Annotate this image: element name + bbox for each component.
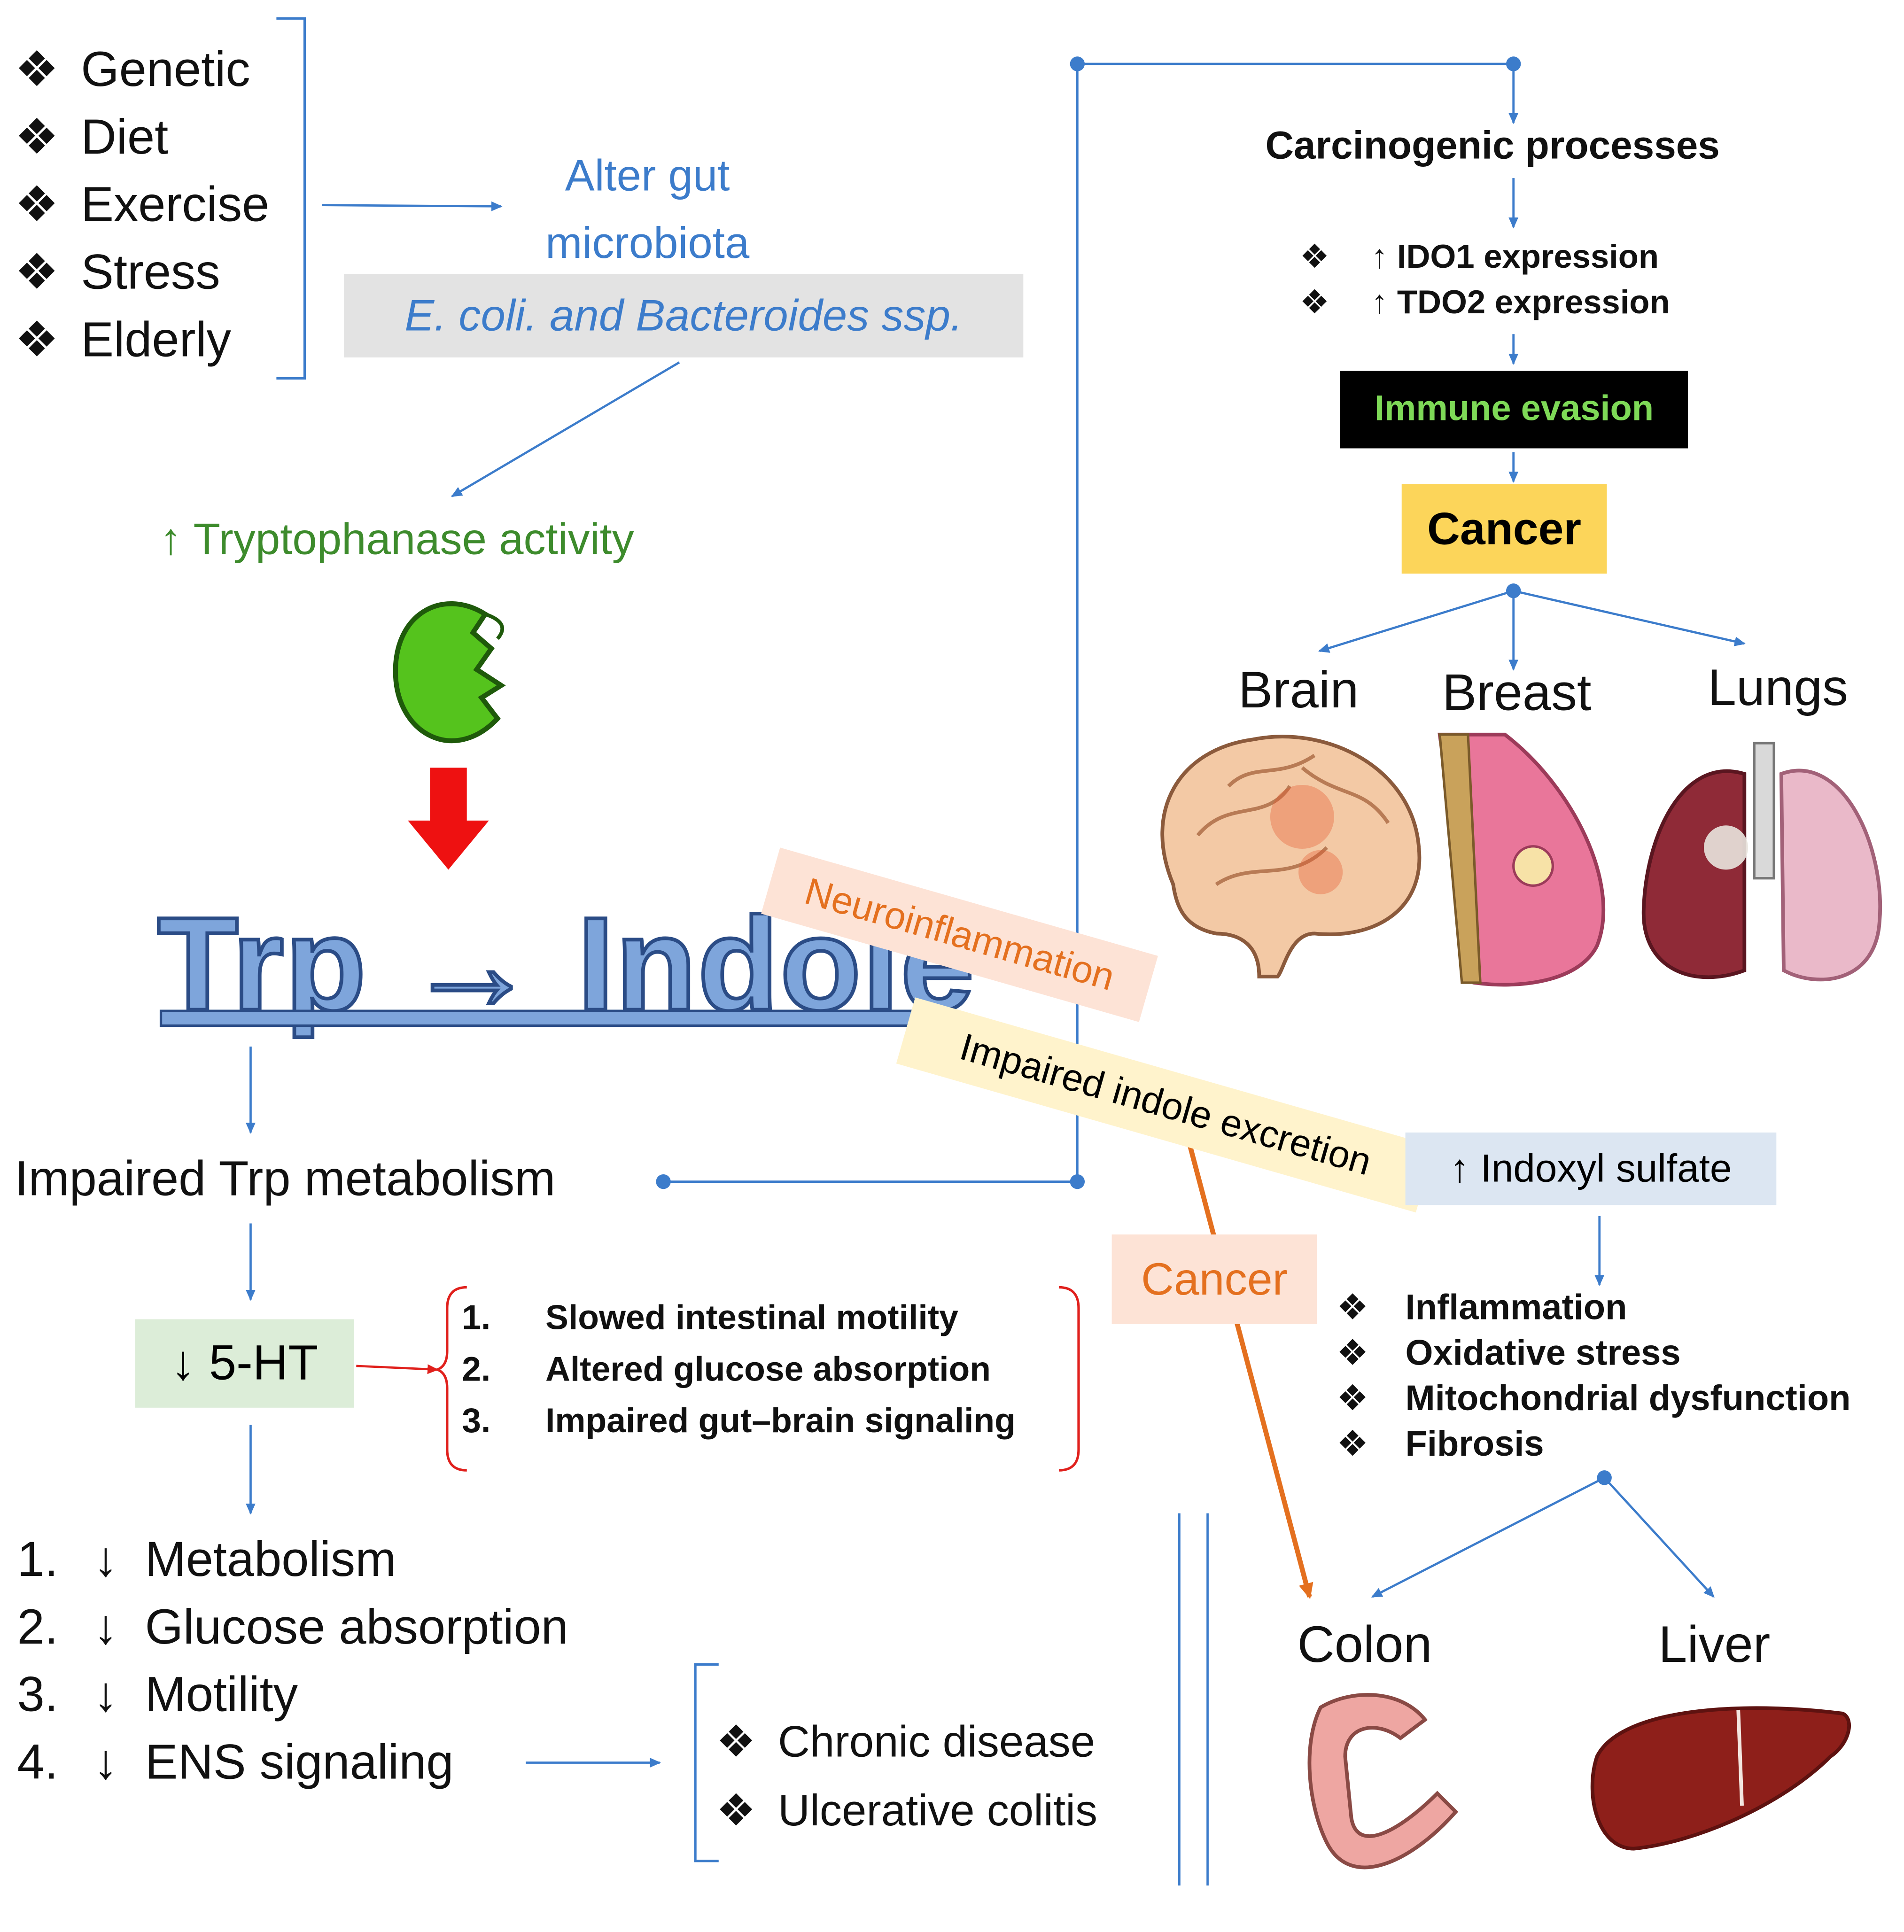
disease-item: ❖Ulcerative colitis — [716, 1785, 1098, 1837]
damage-item: ❖Inflammation — [1337, 1286, 1627, 1328]
risk-factor: ❖Elderly — [15, 312, 231, 369]
expression-item: ❖↑ TDO2 expression — [1299, 284, 1670, 322]
expression-item: ❖↑ IDO1 expression — [1299, 238, 1659, 277]
outcome-list: 1.↓Metabolism 2.↓Glucose absorption 3.↓M… — [17, 1527, 568, 1797]
carcinogenic-label: Carcinogenic processes — [1265, 123, 1720, 167]
bacteria-label: E. coli. and Bacteroides ssp. — [404, 290, 963, 341]
serotonin-effects: 1.Slowed intestinal motility 2.Altered g… — [462, 1292, 1016, 1447]
breast-icon — [1438, 732, 1606, 987]
disease-item: ❖Chronic disease — [716, 1716, 1096, 1768]
cancer-top-label: Cancer — [1427, 503, 1582, 554]
risk-factor: ❖Genetic — [15, 41, 250, 99]
indoxyl-label: ↑ Indoxyl sulfate — [1450, 1146, 1732, 1190]
effect-item: 1.Slowed intestinal motility — [462, 1298, 958, 1337]
organ-label-brain: Brain — [1238, 660, 1359, 719]
brain-icon — [1160, 735, 1422, 978]
impaired-trp-label: Impaired Trp metabolism — [15, 1152, 556, 1206]
risk-factor: ❖Exercise — [15, 177, 270, 233]
immune-evasion-label: Immune evasion — [1374, 389, 1654, 429]
disease-list: ❖Chronic disease ❖Ulcerative colitis — [716, 1707, 1098, 1845]
damage-list: ❖Inflammation ❖Oxidative stress ❖Mitocho… — [1337, 1285, 1850, 1466]
organ-label-lungs: Lungs — [1707, 658, 1849, 716]
alter-gut-label: Alter gut microbiota — [545, 150, 750, 268]
risk-factor: ❖Stress — [15, 244, 220, 301]
risk-factor-list: ❖Genetic ❖Diet ❖Exercise ❖Stress ❖Elderl… — [15, 37, 269, 374]
cancer-top-box: Cancer — [1401, 484, 1607, 574]
serotonin-label: ↓ 5-HT — [171, 1335, 319, 1390]
liver-icon — [1590, 1706, 1851, 1851]
effect-item: 3.Impaired gut–brain signaling — [462, 1401, 1016, 1440]
lungs-icon — [1641, 742, 1882, 982]
red-down-arrow — [408, 768, 489, 870]
indoxyl-box: ↑ Indoxyl sulfate — [1405, 1133, 1777, 1205]
immune-evasion-box: Immune evasion — [1340, 371, 1688, 449]
organ-label-liver: Liver — [1658, 1615, 1771, 1673]
tryptophanase-label: ↑ Tryptophanase activity — [159, 513, 634, 564]
serotonin-box: ↓ 5-HT — [135, 1319, 354, 1408]
organ-label-breast: Breast — [1442, 663, 1592, 722]
outcome-item: 2.↓Glucose absorption — [17, 1600, 568, 1655]
cancer-mid-label: Cancer — [1141, 1253, 1288, 1304]
damage-item: ❖Oxidative stress — [1337, 1331, 1681, 1373]
expression-list: ❖↑ IDO1 expression ❖↑ TDO2 expression — [1300, 234, 1670, 326]
damage-item: ❖Fibrosis — [1337, 1422, 1544, 1465]
bacteria-box: E. coli. and Bacteroides ssp. — [344, 274, 1024, 357]
outcome-item: 4.↓ENS signaling — [17, 1735, 454, 1790]
outcome-item: 1.↓Metabolism — [17, 1533, 396, 1587]
risk-factor: ❖Diet — [15, 109, 169, 166]
organ-label-colon: Colon — [1297, 1615, 1432, 1673]
trp-indole-underline — [159, 1009, 914, 1027]
damage-item: ❖Mitochondrial dysfunction — [1337, 1377, 1851, 1419]
outcome-item: 3.↓Motility — [17, 1668, 298, 1723]
cancer-mid-box: Cancer — [1111, 1234, 1317, 1324]
effect-item: 2.Altered glucose absorption — [462, 1350, 991, 1388]
colon-icon — [1307, 1693, 1459, 1870]
